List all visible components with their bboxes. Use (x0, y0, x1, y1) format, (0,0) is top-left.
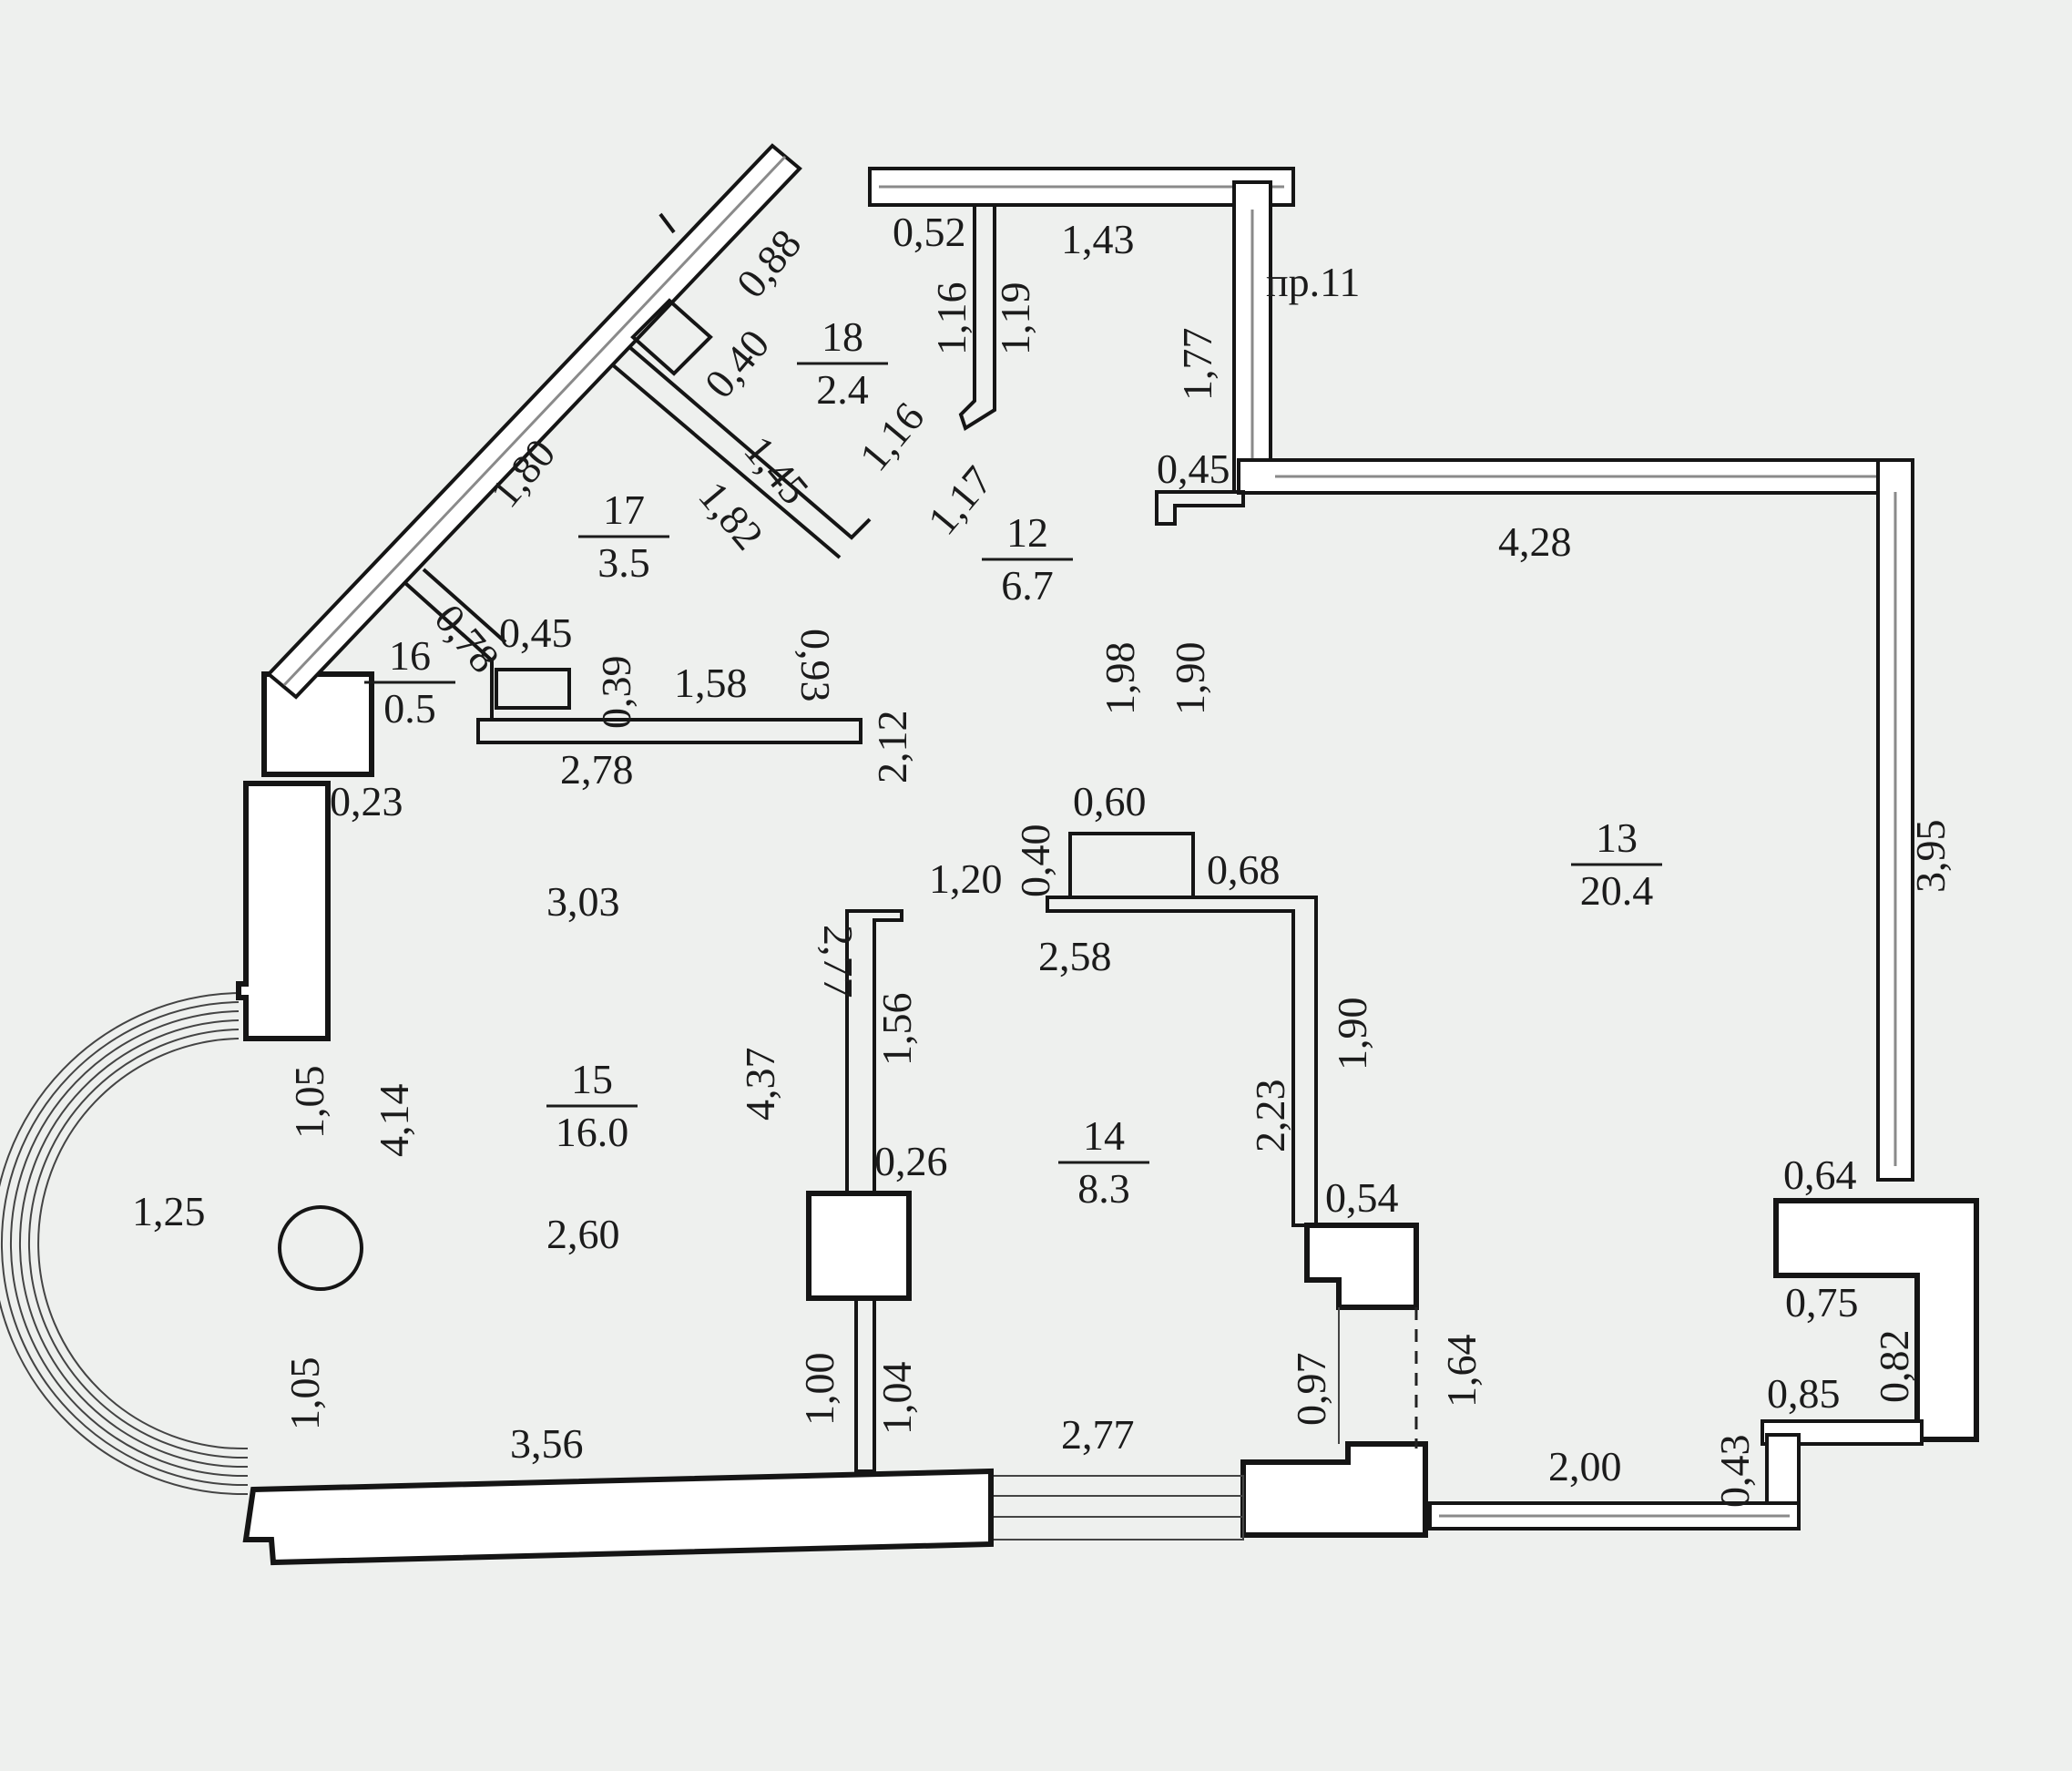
dimension-label: 1,90 (1167, 642, 1213, 716)
wall-partition-14-right (1046, 896, 1318, 1227)
room-number: 15 (571, 1056, 613, 1102)
room-number: 17 (603, 486, 645, 533)
wall-balcony-post (1765, 1433, 1801, 1514)
bay-window (0, 992, 249, 1496)
dimension-label: 0,40 (1012, 824, 1058, 898)
room-area: 3.5 (597, 539, 650, 586)
pillar-bottom-center (1240, 1441, 1428, 1538)
room-area: 2.4 (816, 366, 869, 413)
dimension-label: 1,77 (1174, 328, 1220, 402)
pillar-mid (806, 1191, 912, 1301)
dimension-label: 1,00 (796, 1353, 842, 1427)
dimension-label: 1,19 (992, 282, 1038, 356)
dimension-label: 0,45 (499, 609, 573, 656)
room-number: 16 (389, 632, 431, 679)
room-14: 148.3 (1058, 1112, 1149, 1212)
dimension-label: 0,85 (1767, 1370, 1841, 1417)
room-15: 15 16.0 (546, 1056, 638, 1155)
annotation-label: пр.11 (1266, 259, 1360, 305)
dimension-label: 4,28 (1498, 518, 1572, 565)
dimension-label: 2,58 (1038, 933, 1112, 979)
dimension-label: 0,68 (1207, 846, 1281, 893)
wall-left (236, 781, 331, 1041)
room-area: 6.7 (1001, 562, 1054, 609)
dimension-label: 1,17 (919, 457, 1002, 543)
dimension-label: 0,43 (1711, 1435, 1758, 1509)
dimension-label: 0,97 (1288, 1353, 1334, 1427)
dimension-label: 3,56 (510, 1420, 584, 1467)
room-17: 173.5 (578, 486, 669, 586)
stove-fixture (630, 298, 713, 376)
wall-bottom-long (242, 1468, 994, 1566)
sink-fixture (495, 668, 571, 710)
dimension-label: 0,45 (1157, 445, 1230, 492)
dimension-label: 1,04 (873, 1362, 920, 1436)
dimension-label: 2,77 (1061, 1411, 1135, 1458)
room-area: 8.3 (1077, 1165, 1130, 1212)
dimension-label: 0,64 (1783, 1152, 1857, 1198)
dimension-label: 2,23 (1247, 1080, 1293, 1153)
room-16: 160.5 (364, 632, 455, 732)
dimension-label: 1,64 (1438, 1335, 1485, 1408)
dimension-label: 0,82 (1871, 1330, 1917, 1404)
wall-partition-16 (476, 718, 862, 744)
dimension-label: 0,52 (893, 209, 966, 255)
room-number: 12 (1006, 509, 1048, 556)
dimension-label: 1,05 (286, 1066, 332, 1140)
dimension-label: 1,58 (674, 660, 748, 706)
dimension-label: 2,00 (1548, 1443, 1622, 1489)
dimension-label: 1,56 (873, 993, 920, 1067)
dimension-label: 3,03 (546, 878, 620, 925)
pillar-top-left (261, 671, 374, 777)
dimension-label: 2,78 (560, 746, 634, 793)
dimension-label: 4,37 (737, 1048, 783, 1121)
dimension-label: 0,93 (792, 629, 839, 702)
dimension-label: 0,23 (330, 778, 403, 824)
dimension-label: 0,54 (1325, 1174, 1399, 1221)
toilet-fixture (1068, 832, 1195, 899)
dimension-label: 2,77 (815, 925, 862, 998)
pillar-right-mid (1304, 1223, 1419, 1310)
room-number: 14 (1083, 1112, 1125, 1159)
room-12: 126.7 (982, 509, 1073, 609)
room-number: 18 (822, 313, 863, 360)
room-13: 13 20.4 (1571, 814, 1662, 914)
dimension-label: 2,60 (546, 1211, 620, 1257)
dimension-label: 4,14 (371, 1084, 417, 1158)
dimension-label: 3,95 (1907, 820, 1954, 894)
dimension-label: 1,90 (1329, 998, 1375, 1071)
dimension-label: 2,12 (869, 711, 915, 784)
dimension-label: 0,75 (1785, 1279, 1859, 1326)
room-area: 20.4 (1580, 867, 1654, 914)
room-number: 13 (1596, 814, 1638, 861)
room-area: 0.5 (383, 685, 436, 732)
column-round (278, 1205, 363, 1291)
dimension-label: 1,05 (281, 1357, 328, 1431)
dimension-label: 0,60 (1073, 778, 1147, 824)
room-18: 182.4 (797, 313, 888, 413)
dimension-label: 1,98 (1097, 642, 1143, 716)
dimension-label: 0,39 (593, 656, 639, 730)
dimension-label: 0,26 (874, 1138, 948, 1184)
wall-partition-18 (958, 203, 996, 432)
room-area: 16.0 (556, 1109, 629, 1155)
dimension-label: 1,25 (132, 1188, 206, 1234)
dimension-label: 1,20 (929, 855, 1003, 902)
window-bottom (992, 1475, 1244, 1541)
dimension-label: 1,16 (928, 282, 975, 356)
dimension-label: 1,43 (1061, 216, 1135, 262)
walls (0, 143, 1979, 1566)
